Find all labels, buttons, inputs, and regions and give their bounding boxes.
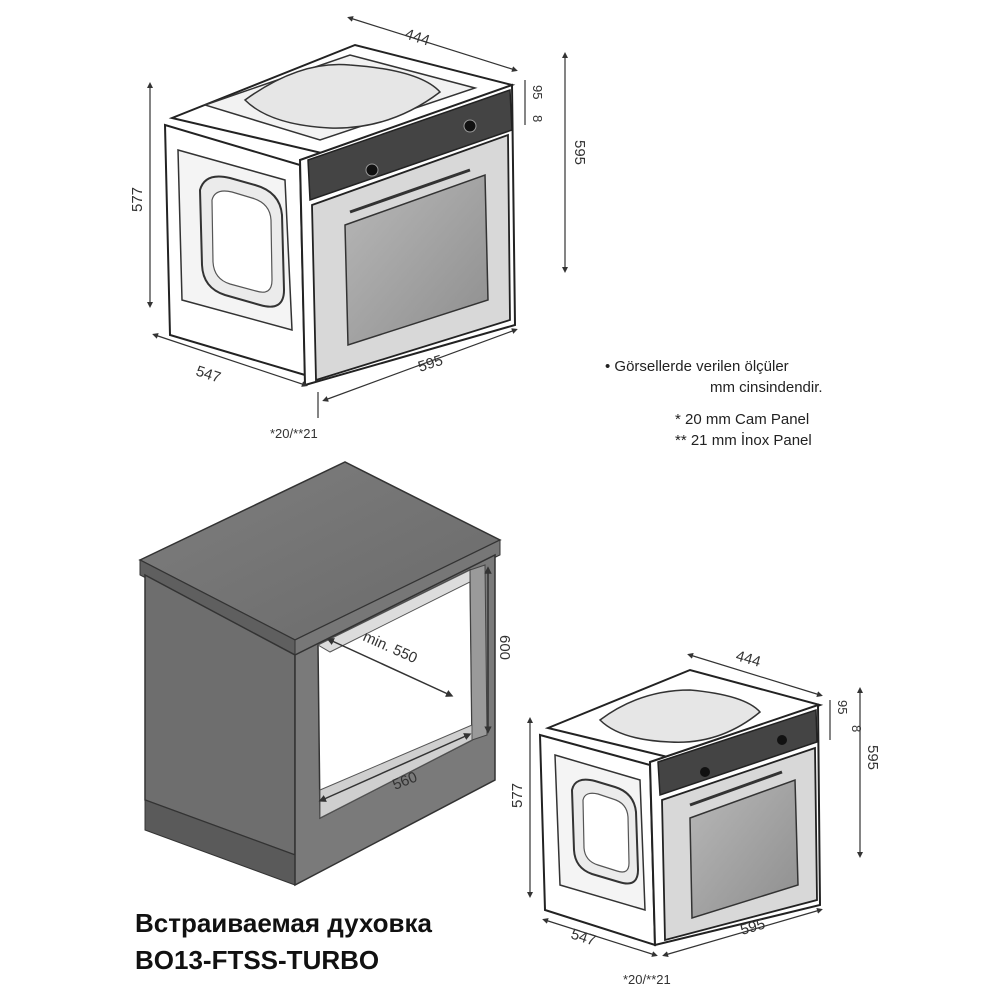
note-units-line2: mm cinsindendir. [710, 379, 823, 396]
dim-control-offset-bottom: 95 [835, 700, 850, 714]
dim-width-front-bottom: 595 [738, 916, 767, 939]
dim-depth-top-bottom: 444 [734, 648, 763, 671]
dim-panel-thickness-bottom: *20/**21 [623, 972, 671, 987]
oven-drawing-bottom: 444 595 95 8 577 547 595 *20/**21 [509, 648, 881, 987]
dim-control-offset: 95 [530, 85, 545, 99]
dim-side-height-bottom: 577 [509, 783, 526, 808]
dim-side-height: 577 [129, 187, 146, 212]
dim-height-front-bottom: 595 [864, 745, 881, 770]
dim-control-gap: 8 [530, 115, 545, 122]
dim-depth-side: 547 [194, 363, 223, 387]
dim-niche-height: 600 [496, 635, 513, 660]
product-model: BO13-FTSS-TURBO [135, 945, 380, 975]
oven-drawing-top: 444 595 95 8 577 547 595 *20/**21 [129, 16, 588, 441]
note-units-line1: • Görsellerde verilen ölçüler [605, 358, 789, 375]
dim-control-gap-bottom: 8 [849, 725, 864, 732]
cabinet-drawing: min. 550 600 560 [138, 461, 513, 887]
note-glass-panel: * 20 mm Cam Panel [675, 411, 810, 428]
note-inox-panel: ** 21 mm İnox Panel [675, 432, 812, 449]
dim-panel-thickness: *20/**21 [270, 426, 318, 441]
dim-width-front: 595 [416, 352, 445, 376]
product-type: Встраиваемая духовка [135, 908, 433, 938]
dim-depth-side-bottom: 547 [569, 926, 598, 950]
dim-height-front: 595 [571, 140, 588, 165]
dim-depth-top: 444 [403, 26, 432, 50]
